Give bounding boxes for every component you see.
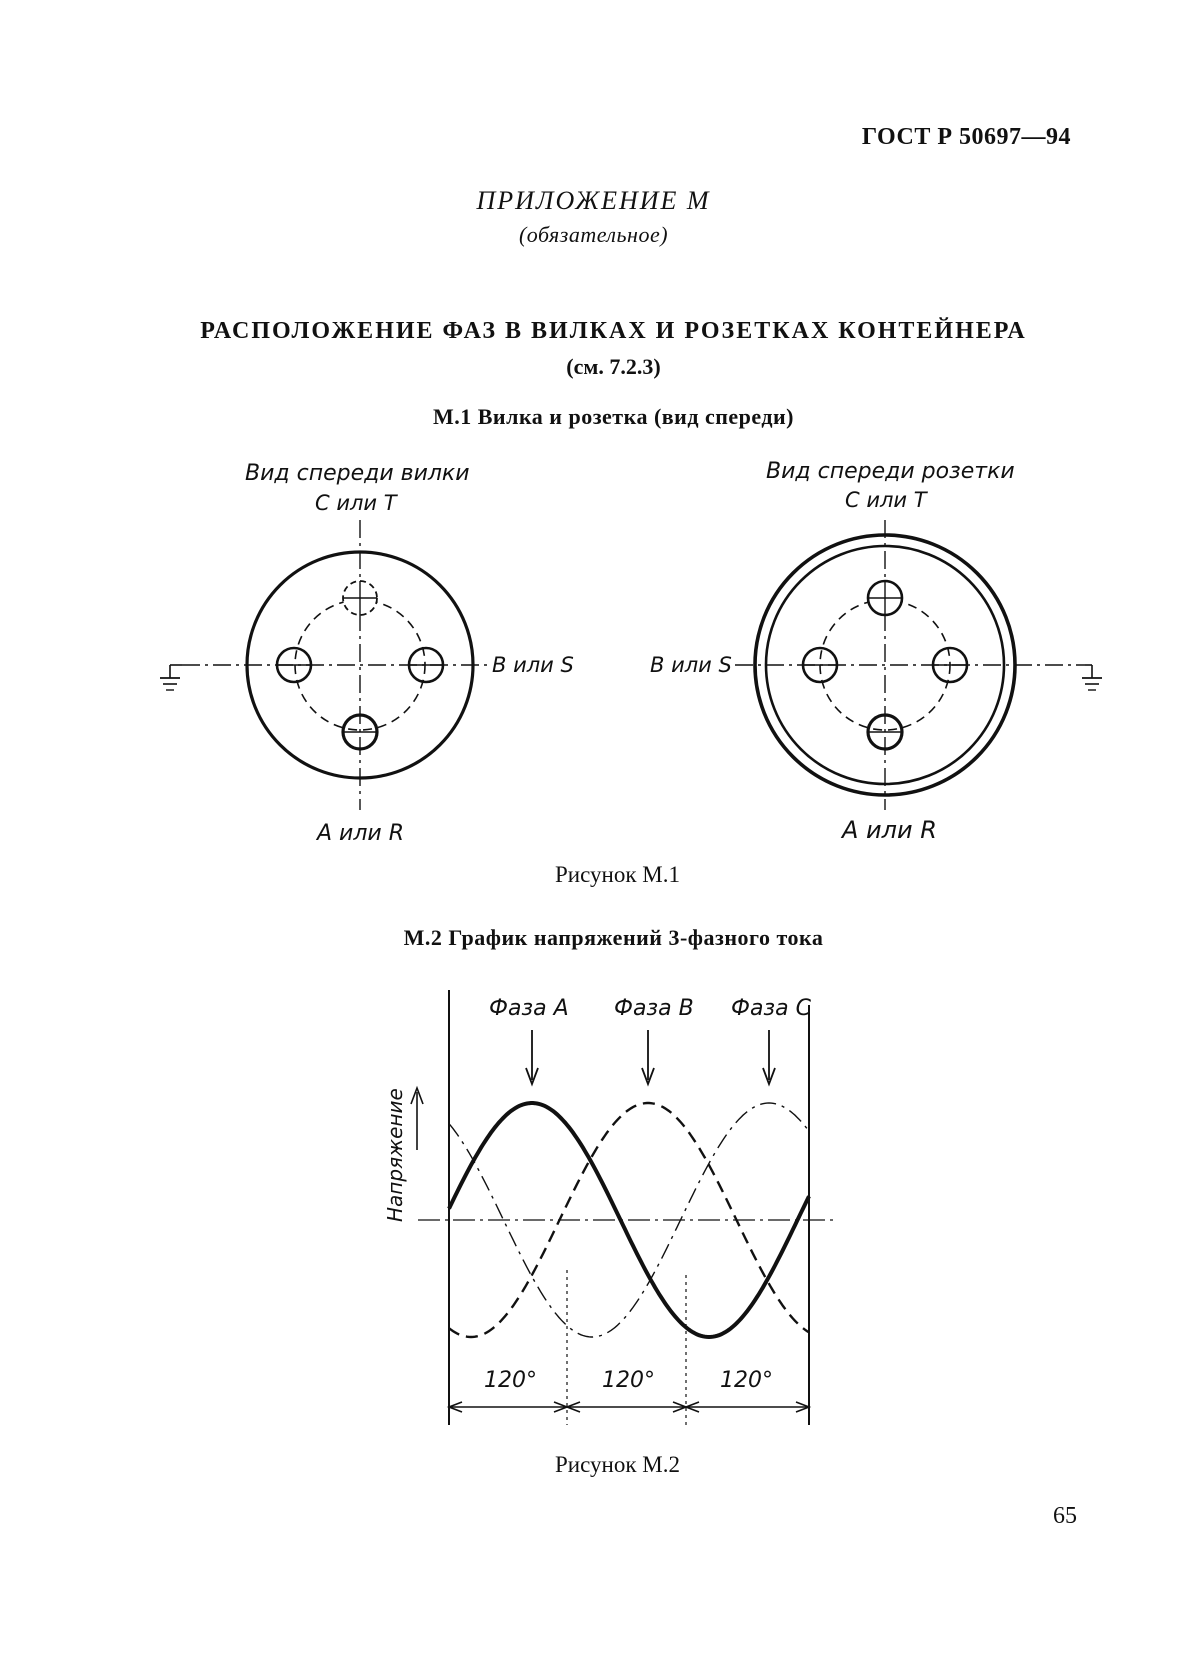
plug-title: Вид спереди вилки bbox=[245, 461, 470, 486]
section-reference: (см. 7.2.3) bbox=[566, 354, 661, 379]
plug-diagram: Вид спереди вилки С или Т bbox=[160, 461, 574, 846]
plug-bottom-pin-label: А или R bbox=[315, 821, 404, 846]
section1-heading: М.1 Вилка и розетка (вид спереди) bbox=[432, 404, 795, 429]
phase-b-wave bbox=[448, 1101, 810, 1339]
ground-icon bbox=[160, 664, 182, 691]
plug-top-pin-label: С или Т bbox=[315, 491, 399, 515]
interval-label-2: 120° bbox=[602, 1368, 655, 1393]
phase-b-arrow bbox=[641, 1030, 655, 1087]
dimension-arrows bbox=[446, 1401, 812, 1413]
socket-top-pin-label: С или Т bbox=[845, 488, 929, 512]
standard-code: ГОСТ Р 50697—94 bbox=[861, 124, 1071, 150]
document-title: РАСПОЛОЖЕНИЕ ФАЗ В ВИЛКАХ И РОЗЕТКАХ КОН… bbox=[200, 318, 1027, 344]
ground-icon bbox=[1082, 664, 1102, 691]
y-axis-arrow bbox=[410, 1085, 424, 1150]
socket-diagram: Вид спереди розетки С или Т В и bbox=[650, 459, 1102, 844]
appendix-status: (обязательное) bbox=[518, 222, 669, 247]
interval-label-1: 120° bbox=[484, 1368, 537, 1393]
phase-a-arrow bbox=[525, 1030, 539, 1087]
appendix-title: ПРИЛОЖЕНИЕ М bbox=[476, 186, 711, 215]
socket-bottom-pin-label: А или R bbox=[840, 816, 937, 844]
socket-side-pin-label: В или S bbox=[650, 653, 732, 677]
phase-a-label: Фаза А bbox=[489, 996, 569, 1021]
phase-b-label: Фаза В bbox=[614, 996, 694, 1021]
figure-m1-caption: Рисунок М.1 bbox=[555, 862, 680, 887]
figure-m2-caption: Рисунок М.2 bbox=[555, 1452, 680, 1477]
phase-c-arrow bbox=[762, 1030, 776, 1087]
y-axis-label: Напряжение bbox=[383, 1088, 407, 1222]
interval-label-3: 120° bbox=[720, 1368, 773, 1393]
phase-a-wave bbox=[447, 1101, 811, 1340]
figure-m2-drawing: Фаза А Фаза В Фаза С bbox=[383, 990, 835, 1425]
socket-title: Вид спереди розетки bbox=[766, 459, 1015, 484]
plug-side-pin-label: В или S bbox=[492, 653, 574, 677]
section2-heading: М.2 График напряжений 3-фазного тока bbox=[403, 925, 824, 950]
page-number: 65 bbox=[1053, 1503, 1077, 1529]
phase-c-label: Фаза С bbox=[731, 996, 812, 1021]
